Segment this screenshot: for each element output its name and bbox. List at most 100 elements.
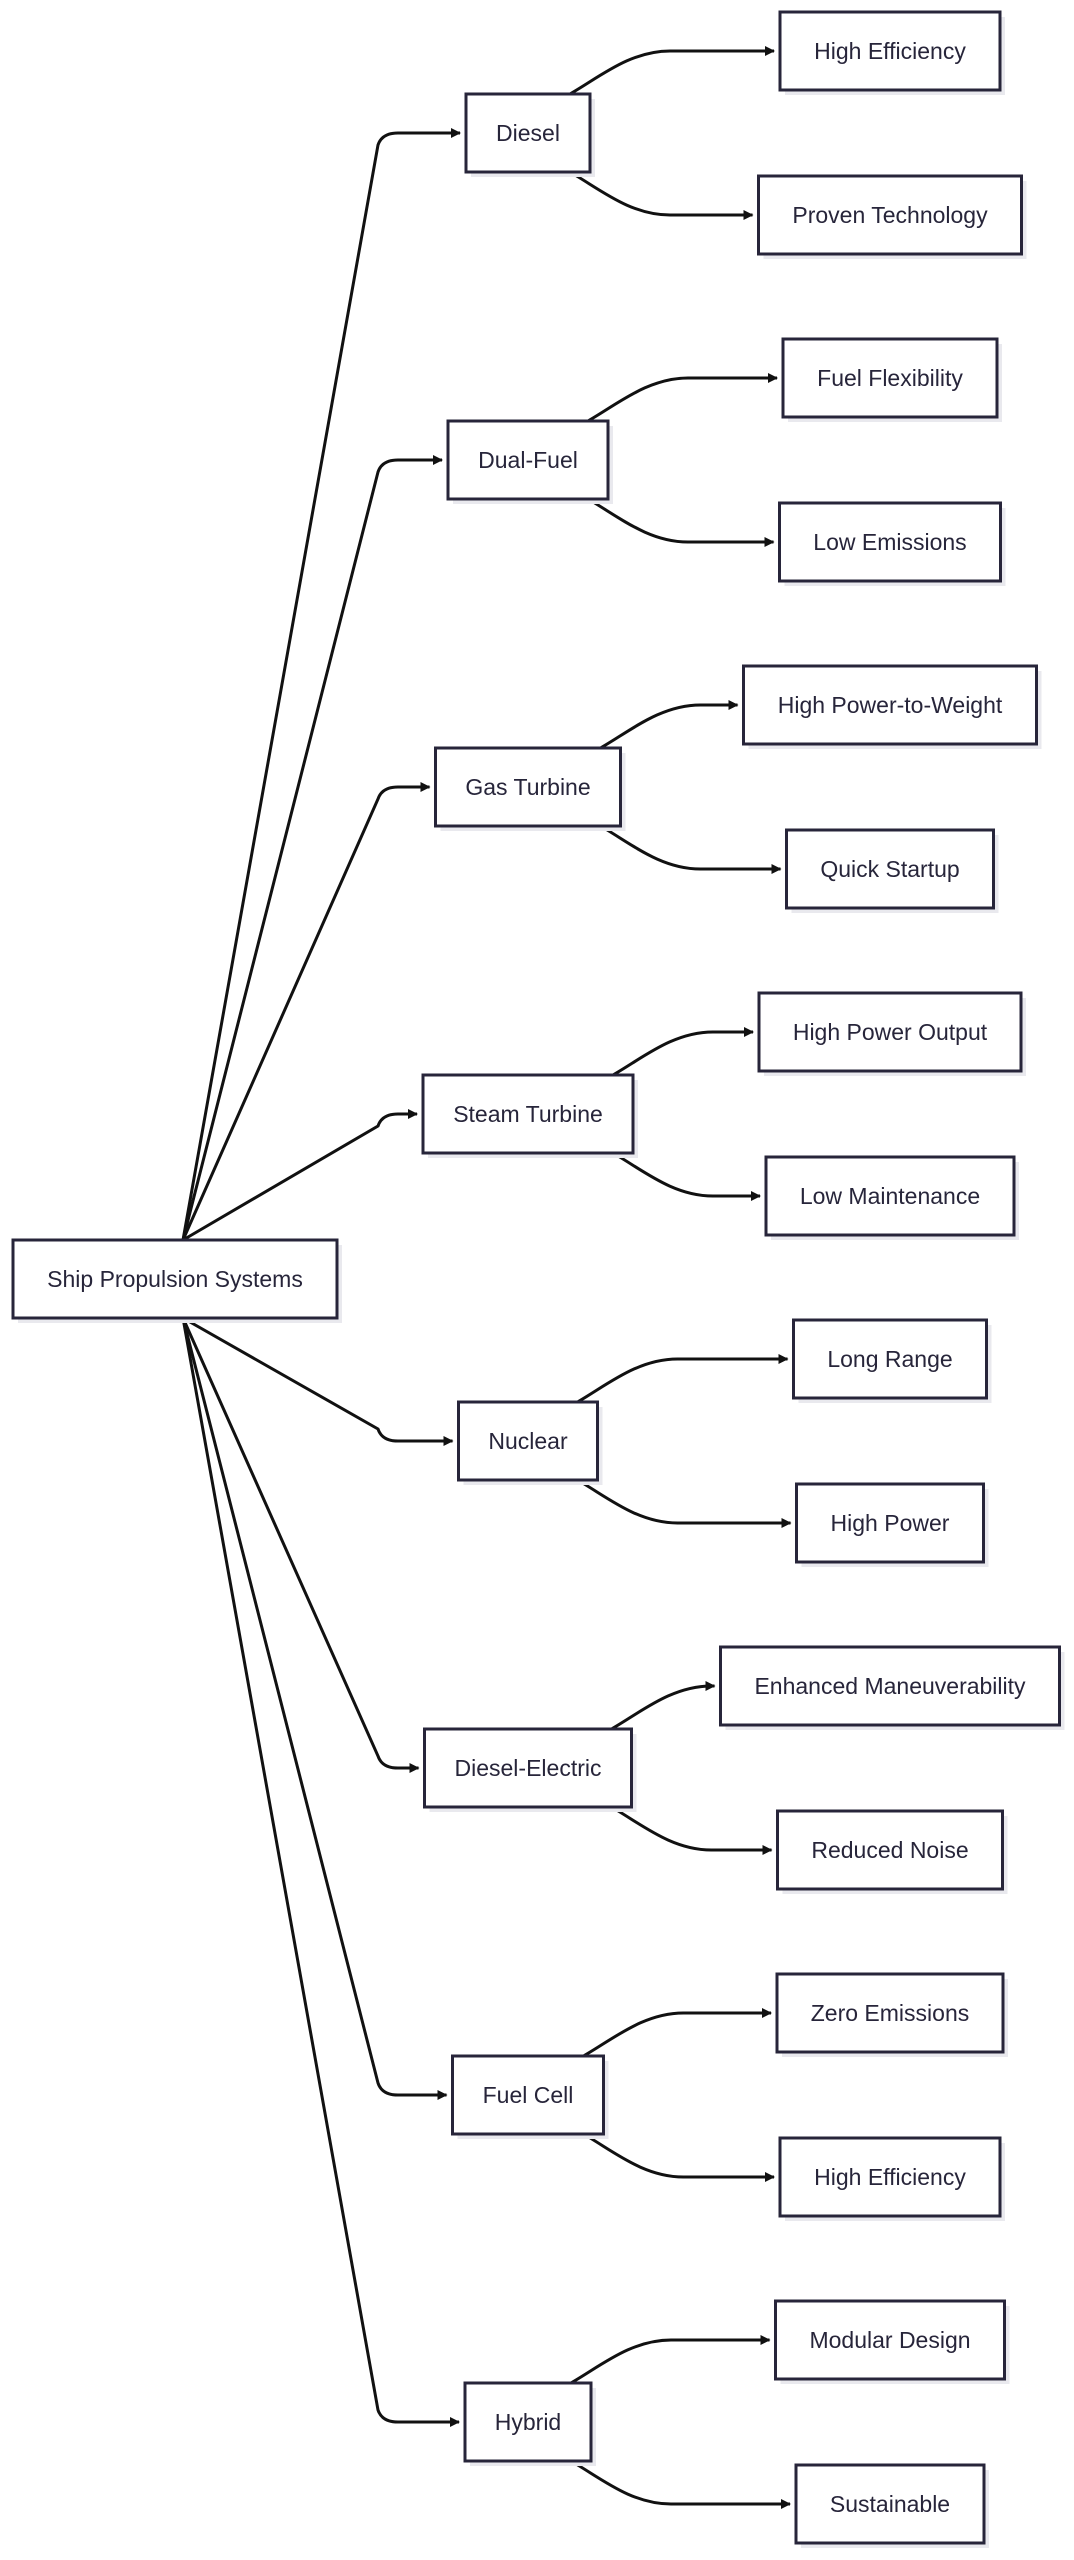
benefit-node-steam-turbine-2: Low Maintenance [764,1155,1019,1240]
benefit-node-nuclear-1-label: Long Range [827,1346,952,1372]
category-node-hybrid-label: Hybrid [495,2409,561,2435]
benefit-node-diesel-1-label: High Efficiency [814,38,966,64]
edge-diesel-to-benefit-1 [569,46,775,96]
benefit-node-diesel-1-box [778,10,1002,92]
category-node-steam-turbine: Steam Turbine [421,1073,638,1158]
category-node-diesel-electric: Diesel-Electric [423,1727,637,1812]
benefit-node-nuclear-2-label: High Power [831,1510,950,1536]
edge-hybrid-to-benefit-2 [570,2459,791,2509]
benefit-node-diesel-electric-1: Enhanced Maneuverability [719,1645,1065,1730]
category-node-gas-turbine-box [434,746,622,828]
edge-root-to-nuclear [182,1316,454,1446]
category-node-hybrid: Hybrid [463,2381,596,2466]
benefit-node-hybrid-2-box [794,2463,986,2545]
benefit-node-diesel-electric-2-label: Reduced Noise [811,1837,968,1863]
edge-nuclear-to-benefit-2 [576,1478,792,1528]
benefit-node-diesel-2: Proven Technology [757,174,1027,259]
edge-nuclear-to-benefit-1 [576,1354,789,1404]
benefit-node-gas-turbine-1: High Power-to-Weight [742,664,1042,749]
benefit-node-diesel-electric-1-box [719,1645,1061,1727]
category-node-fuel-cell-label: Fuel Cell [483,2082,574,2108]
benefit-node-steam-turbine-1-label: High Power Output [793,1019,988,1045]
category-node-dual-fuel-label: Dual-Fuel [478,447,578,473]
benefit-node-fuel-cell-2-box [778,2136,1002,2218]
edges-layer [181,46,792,2509]
category-node-diesel-label: Diesel [496,120,560,146]
benefit-node-hybrid-1-label: Modular Design [809,2327,970,2353]
edge-steam-turbine-to-benefit-1 [612,1027,754,1077]
edge-root-to-diesel [181,128,461,1241]
root-node-label: Ship Propulsion Systems [47,1266,303,1292]
benefit-node-nuclear-1: Long Range [792,1318,992,1403]
benefit-node-hybrid-2: Sustainable [794,2463,989,2548]
benefit-node-gas-turbine-2: Quick Startup [785,828,999,913]
benefit-node-gas-turbine-2-box [785,828,995,910]
edge-root-to-diesel-electric [181,1317,420,1773]
benefit-node-fuel-cell-1-label: Zero Emissions [811,2000,969,2026]
benefit-node-steam-turbine-2-label: Low Maintenance [800,1183,980,1209]
edge-root-to-dual-fuel [181,455,443,1241]
category-node-steam-turbine-label: Steam Turbine [453,1101,603,1127]
benefit-node-diesel-2-box [757,174,1023,256]
benefit-node-hybrid-2-label: Sustainable [830,2491,950,2517]
benefit-node-steam-turbine-2-box [764,1155,1016,1237]
benefit-node-fuel-cell-2-label: High Efficiency [814,2164,966,2190]
benefit-node-dual-fuel-1-box [781,337,999,419]
edge-root-to-fuel-cell [181,1317,448,2100]
category-node-nuclear-label: Nuclear [488,1428,568,1454]
edge-root-to-steam-turbine [182,1109,418,1242]
benefit-node-hybrid-1-box [774,2299,1006,2381]
benefit-node-gas-turbine-1-label: High Power-to-Weight [778,692,1003,718]
edge-dual-fuel-to-benefit-2 [587,497,775,547]
benefit-node-fuel-cell-1: Zero Emissions [775,1972,1008,2057]
benefit-node-fuel-cell-1-box [775,1972,1005,2054]
category-node-diesel-box [464,92,592,174]
benefit-node-diesel-electric-2: Reduced Noise [776,1809,1008,1894]
category-node-steam-turbine-box [421,1073,635,1155]
edge-fuel-cell-to-benefit-2 [582,2132,775,2182]
category-node-gas-turbine-label: Gas Turbine [465,774,590,800]
category-node-diesel: Diesel [464,92,595,177]
category-node-gas-turbine: Gas Turbine [434,746,626,831]
edge-root-to-gas-turbine [181,782,431,1241]
category-node-dual-fuel: Dual-Fuel [446,419,613,504]
benefit-node-gas-turbine-2-label: Quick Startup [820,856,959,882]
edge-diesel-electric-to-benefit-2 [610,1805,773,1855]
benefit-node-hybrid-1: Modular Design [774,2299,1010,2384]
edge-fuel-cell-to-benefit-1 [582,2008,772,2058]
category-node-diesel-electric-label: Diesel-Electric [455,1755,602,1781]
benefit-node-fuel-cell-2: High Efficiency [778,2136,1005,2221]
edge-diesel-to-benefit-2 [569,170,754,220]
edge-gas-turbine-to-benefit-1 [599,700,739,750]
edge-hybrid-to-benefit-1 [570,2335,771,2385]
category-node-dual-fuel-box [446,419,610,501]
benefit-node-diesel-electric-1-label: Enhanced Maneuverability [754,1673,1026,1699]
benefit-node-diesel-2-label: Proven Technology [792,202,988,228]
benefit-node-gas-turbine-1-box [742,664,1038,746]
benefit-node-dual-fuel-1: Fuel Flexibility [781,337,1002,422]
benefit-node-dual-fuel-2: Low Emissions [778,501,1006,586]
category-node-diesel-electric-box [423,1727,633,1809]
edge-dual-fuel-to-benefit-1 [587,373,778,423]
benefit-node-dual-fuel-1-label: Fuel Flexibility [817,365,963,391]
benefit-node-nuclear-2-box [795,1482,985,1564]
category-node-nuclear-box [457,1400,599,1482]
category-node-nuclear: Nuclear [457,1400,603,1485]
root-node: Ship Propulsion Systems [11,1238,342,1323]
edge-root-to-hybrid [181,1317,460,2427]
benefit-node-dual-fuel-2-box [778,501,1002,583]
edge-diesel-electric-to-benefit-1 [610,1681,716,1731]
edge-gas-turbine-to-benefit-2 [599,824,782,874]
benefit-node-steam-turbine-1-box [757,991,1023,1073]
root-node-box [11,1238,339,1320]
benefit-node-diesel-electric-2-box [776,1809,1004,1891]
benefit-node-steam-turbine-1: High Power Output [757,991,1026,1076]
benefit-node-nuclear-1-box [792,1318,988,1400]
benefit-node-nuclear-2: High Power [795,1482,989,1567]
category-node-fuel-cell: Fuel Cell [451,2054,609,2139]
category-node-hybrid-box [463,2381,593,2463]
edge-steam-turbine-to-benefit-2 [612,1151,761,1201]
benefit-node-diesel-1: High Efficiency [778,10,1005,95]
